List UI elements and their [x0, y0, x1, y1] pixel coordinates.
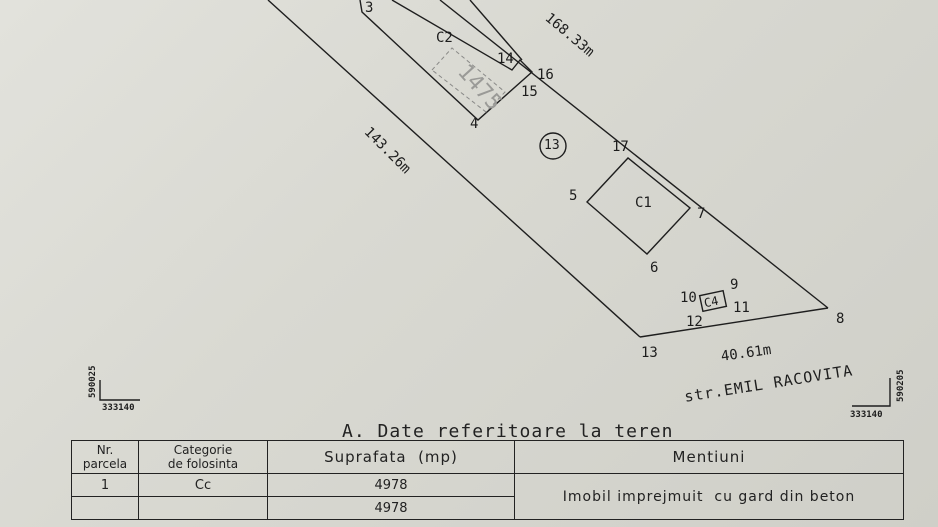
faint-pencil-outline: [431, 47, 506, 113]
parcel-number-circle: [539, 132, 567, 160]
point-label-10: 10: [680, 290, 697, 306]
land-data-table: Nr. parcela Categorie de folosinta Supra…: [71, 440, 904, 520]
point-label-5: 5: [569, 188, 578, 204]
header-nr-line2: parcela: [82, 457, 128, 471]
point-label-14: 14: [497, 51, 514, 67]
building-label-c1: C1: [635, 195, 652, 211]
point-label-4: 4: [470, 116, 479, 132]
building-c2-inner-line: [469, 0, 523, 61]
cell-mentiuni: Imobil imprejmuit cu gard din beton: [514, 473, 904, 520]
building-c2-outline: [359, 0, 534, 121]
parcel-boundary-west: [267, 0, 641, 338]
coord-marker-right: [852, 378, 891, 407]
point-label-17: 17: [612, 139, 629, 155]
parcel-boundary-south: [639, 307, 829, 338]
header-nr-line1: Nr.: [96, 443, 114, 457]
cell-nr: [71, 496, 139, 520]
point-label-7: 7: [697, 206, 706, 222]
coord-left-horizontal: 333140: [102, 403, 135, 413]
mentiuni-text: Imobil imprejmuit cu gard din beton: [562, 488, 856, 505]
header-categorie-line1: Categorie: [173, 443, 233, 457]
parcel-number: 13: [544, 138, 560, 153]
point-label-9: 9: [730, 277, 739, 293]
header-mentiuni: Mentiuni: [514, 440, 904, 474]
table-header-row: Nr. parcela Categorie de folosinta Supra…: [71, 440, 904, 474]
header-categorie-line2: de folosinta: [167, 457, 239, 471]
header-nr-parcela: Nr. parcela: [71, 440, 139, 474]
table-row: 4978: [71, 496, 904, 520]
parcel-boundary-north: [439, 0, 829, 309]
cell-categorie: [138, 496, 268, 520]
table-row: 1 Cc 4978 Imobil imprejmuit cu gard din …: [71, 473, 904, 520]
header-suprafata: Suprafata (mp): [267, 440, 515, 474]
coord-right-vertical: 590205: [896, 369, 906, 402]
cell-suprafata: 4978: [267, 473, 515, 497]
point-label-12: 12: [686, 314, 703, 330]
point-label-15: 15: [521, 84, 538, 100]
point-label-16: 16: [537, 67, 554, 83]
coord-left-vertical: 590025: [88, 365, 98, 398]
cell-categorie: Cc: [138, 473, 268, 497]
cell-suprafata-total: 4978: [267, 496, 515, 520]
point-label-6: 6: [650, 260, 659, 276]
building-c4-outline: [698, 289, 728, 313]
header-categorie: Categorie de folosinta: [138, 440, 268, 474]
point-label-8: 8: [836, 311, 845, 327]
building-label-c2: C2: [436, 30, 453, 46]
building-label-c4: C4: [702, 293, 720, 311]
section-title: A. Date referitoare la teren: [342, 421, 674, 442]
coord-marker-left: [99, 380, 140, 401]
coord-right-horizontal: 333140: [850, 410, 883, 420]
cell-nr: 1: [71, 473, 139, 497]
point-label-11: 11: [733, 300, 750, 316]
point-label-13: 13: [641, 345, 658, 361]
building-c1-outline: [585, 157, 692, 255]
point-label-3: 3: [365, 0, 374, 16]
